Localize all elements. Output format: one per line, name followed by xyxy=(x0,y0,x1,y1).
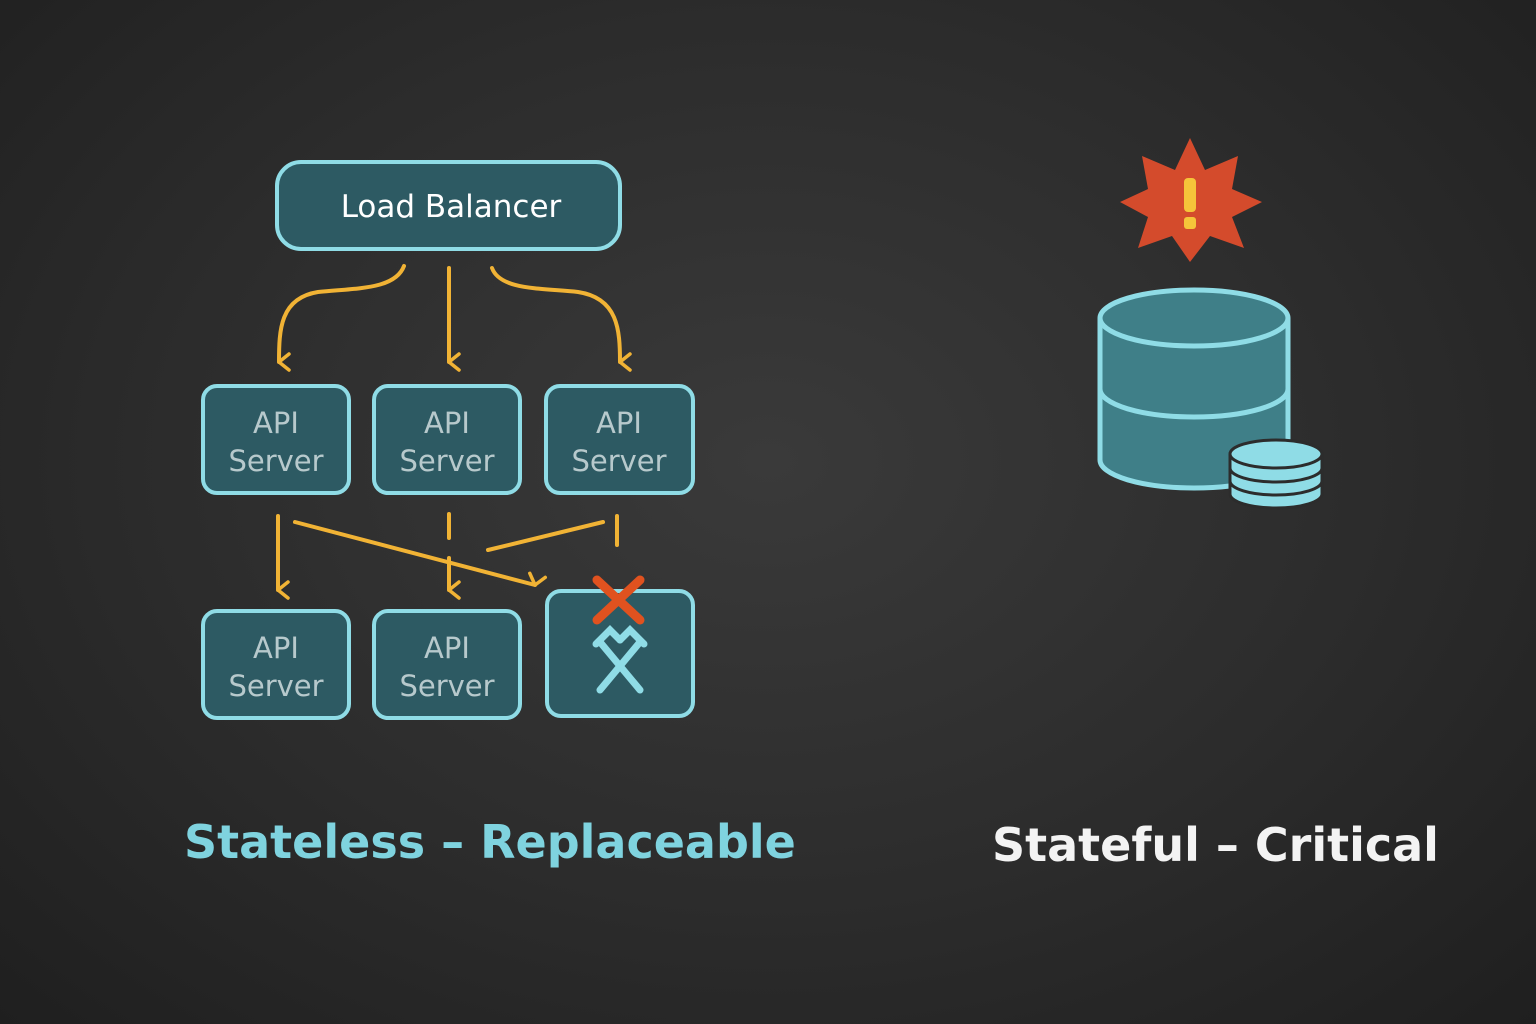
arrow-lb-to-api-3 xyxy=(490,266,632,372)
small-database-icon xyxy=(1228,438,1324,510)
api-server-bottom-1: API Server xyxy=(201,609,351,720)
lb-arrows xyxy=(277,264,632,372)
api-server-label-line2: Server xyxy=(399,444,494,478)
warning-burst-icon xyxy=(1120,138,1262,262)
arrow-api1-to-failed xyxy=(293,520,548,587)
api-server-label-line2: Server xyxy=(399,669,494,703)
stateless-caption: Stateless – Replaceable xyxy=(184,815,796,869)
api-server-label-line2: Server xyxy=(228,444,323,478)
api-server-label-line2: Server xyxy=(228,669,323,703)
api-server-top-3: API Server xyxy=(544,384,695,495)
api-server-top-2: API Server xyxy=(372,384,522,495)
arrow-api3-cross xyxy=(486,520,605,552)
failed-api-server xyxy=(545,575,695,718)
load-balancer-node: Load Balancer xyxy=(275,160,622,251)
api-server-label-line1: API xyxy=(253,631,299,665)
api-server-label-line1: API xyxy=(253,406,299,440)
api-server-bottom-2: API Server xyxy=(372,609,522,720)
api-server-top-1: API Server xyxy=(201,384,351,495)
stateful-caption: Stateful – Critical xyxy=(992,818,1439,872)
api-server-label-line1: API xyxy=(424,631,470,665)
red-x-icon xyxy=(592,575,645,625)
replacement-arrows xyxy=(276,512,619,590)
tools-replace-icon xyxy=(592,625,648,694)
api-server-label-line2: Server xyxy=(571,444,666,478)
load-balancer-label: Load Balancer xyxy=(341,189,562,225)
api-server-label-line1: API xyxy=(596,406,642,440)
api-server-label-line1: API xyxy=(424,406,470,440)
arrow-lb-to-api-1 xyxy=(277,264,406,372)
